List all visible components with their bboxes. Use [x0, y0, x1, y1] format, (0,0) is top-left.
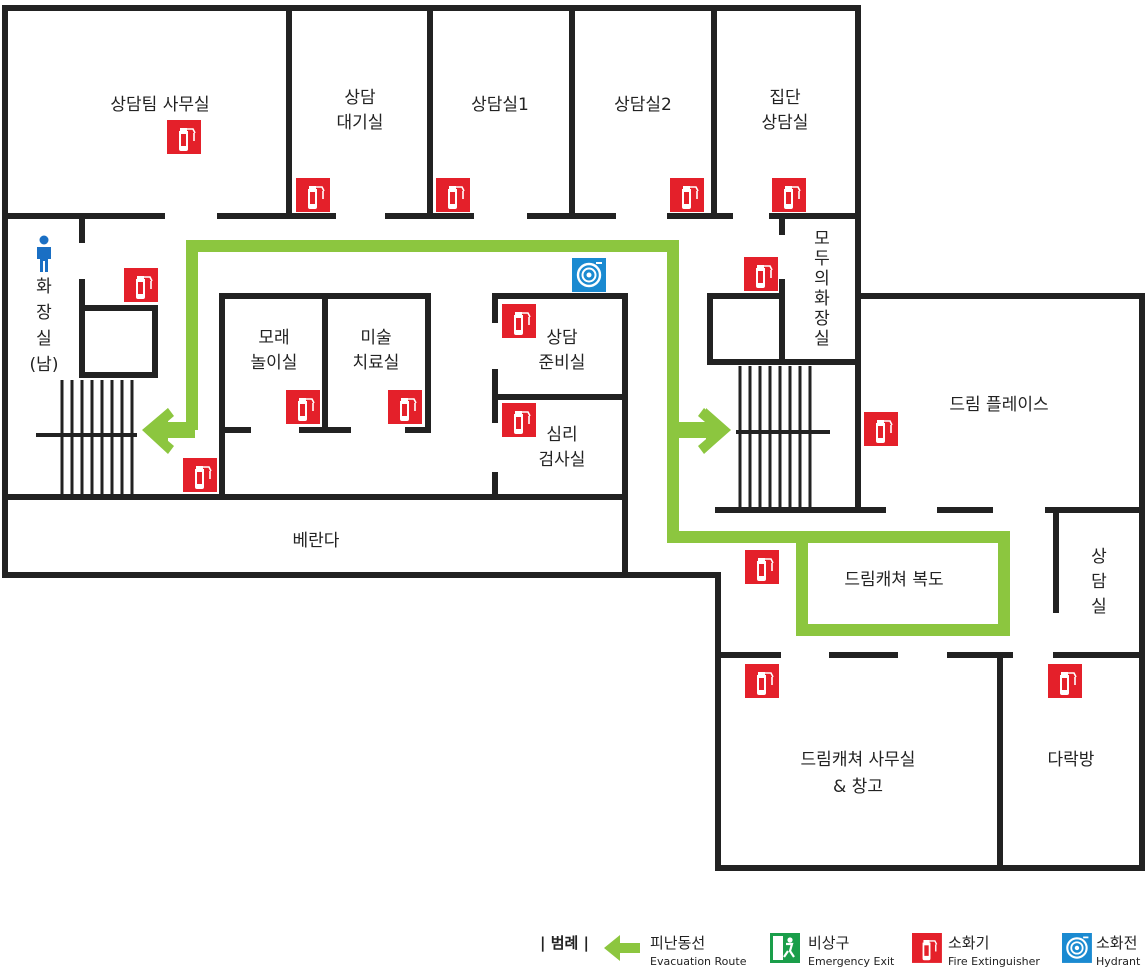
- room-all-gender-2: 두: [814, 249, 830, 269]
- fire-extinguisher-icon: [1047, 663, 1083, 699]
- evacuation-arrow-right-body: [670, 408, 731, 452]
- room-art-therapy-l2: 치료실: [353, 353, 400, 373]
- room-veranda: 베란다: [293, 531, 340, 551]
- evacuation-route: [186, 240, 1010, 636]
- fire-extinguisher-icon: [387, 389, 423, 425]
- fire-extinguisher-icon: [911, 932, 943, 964]
- room-psych-test-l2: 검사실: [539, 450, 586, 470]
- fire-extinguisher-icon: [166, 119, 202, 155]
- fire-extinguisher-icon: [285, 389, 321, 425]
- room-counsel-vertical-1: 상: [1091, 547, 1107, 567]
- room-counsel-prep-l1: 상담: [546, 328, 578, 348]
- room-sand-play-l2: 놀이실: [251, 353, 298, 373]
- room-restroom-men-1: 화: [36, 277, 52, 297]
- hydrant-icon: [570, 256, 608, 294]
- room-counsel-vertical-2: 담: [1091, 572, 1107, 592]
- room-psych-test-l1: 심리: [546, 425, 577, 445]
- fire-extinguisher-icon: [182, 457, 218, 493]
- walls: [2, 5, 1145, 871]
- left-stairs: [36, 380, 137, 495]
- legend-ext-ko: 소화기: [948, 934, 989, 952]
- fire-extinguisher-icon: [435, 177, 471, 213]
- right-stairs: [736, 366, 830, 508]
- fire-extinguisher-icon: [863, 411, 899, 447]
- emergency-exit-icon: [770, 933, 800, 963]
- room-art-therapy-l1: 미술: [360, 328, 391, 348]
- legend-exit-en: Emergency Exit: [808, 955, 895, 968]
- room-counsel-1: 상담실1: [471, 95, 529, 115]
- room-restroom-men-2: 장: [36, 303, 52, 323]
- room-counsel-waiting-l2: 대기실: [337, 113, 384, 133]
- room-restroom-men-3: 실: [36, 329, 52, 349]
- evacuation-arrow-icon: [604, 935, 640, 961]
- fire-extinguisher-icon: [771, 177, 807, 213]
- fire-extinguisher-icon: [295, 177, 331, 213]
- fire-extinguisher-icon: [123, 267, 159, 303]
- legend-evac-en: Evacuation Route: [650, 955, 747, 968]
- legend-hydrant-en: Hydrant: [1096, 955, 1141, 968]
- men-restroom-icon: [37, 235, 51, 272]
- fire-extinguisher-icon: [744, 549, 780, 585]
- fire-extinguisher-icon: [501, 303, 537, 339]
- fire-extinguisher-icon: [669, 177, 705, 213]
- fire-extinguisher-icons: [123, 119, 1083, 699]
- fire-extinguisher-icon: [743, 256, 779, 292]
- room-all-gender-4: 화: [814, 289, 830, 309]
- room-sand-play-l1: 모래: [258, 328, 289, 348]
- room-counsel-waiting-l1: 상담: [344, 88, 376, 108]
- fire-extinguisher-icon: [501, 402, 537, 438]
- room-all-gender-6: 실: [814, 329, 830, 349]
- legend: | 범례 | 피난동선 Evacuation Route 비상구 Emergen…: [540, 931, 1141, 968]
- room-attic: 다락방: [1048, 750, 1095, 770]
- room-labels: 상담팀 사무실 상담 대기실 상담실1 상담실2 집단 상담실 화 장 실 (남…: [30, 88, 1108, 797]
- room-group-counsel-l1: 집단: [769, 88, 801, 108]
- room-counsel-2: 상담실2: [614, 95, 672, 115]
- room-counsel-vertical-3: 실: [1091, 597, 1107, 617]
- legend-evac-ko: 피난동선: [650, 934, 705, 952]
- room-all-gender-3: 의: [814, 269, 830, 289]
- room-dreamcatcher-office-l1: 드림캐쳐 사무실: [801, 750, 916, 770]
- room-restroom-men-4: (남): [30, 355, 59, 375]
- legend-hydrant-ko: 소화전: [1096, 934, 1137, 952]
- room-counsel-team-office: 상담팀 사무실: [110, 95, 209, 115]
- evacuation-arrow-left-body: [143, 408, 195, 452]
- hydrant-icon: [1060, 931, 1093, 964]
- room-all-gender-5: 장: [814, 309, 830, 329]
- room-dreamcatcher-corridor: 드림캐쳐 복도: [844, 570, 943, 590]
- room-group-counsel-l2: 상담실: [762, 113, 809, 133]
- legend-exit-ko: 비상구: [808, 934, 849, 952]
- room-dreamcatcher-office-l2: & 창고: [833, 777, 883, 797]
- legend-ext-en: Fire Extinguisher: [948, 955, 1040, 968]
- room-dream-place: 드림 플레이스: [949, 395, 1048, 415]
- fire-extinguisher-icon: [744, 663, 780, 699]
- legend-title: | 범례 |: [540, 934, 589, 953]
- room-all-gender-1: 모: [814, 229, 830, 249]
- room-counsel-prep-l2: 준비실: [539, 353, 586, 373]
